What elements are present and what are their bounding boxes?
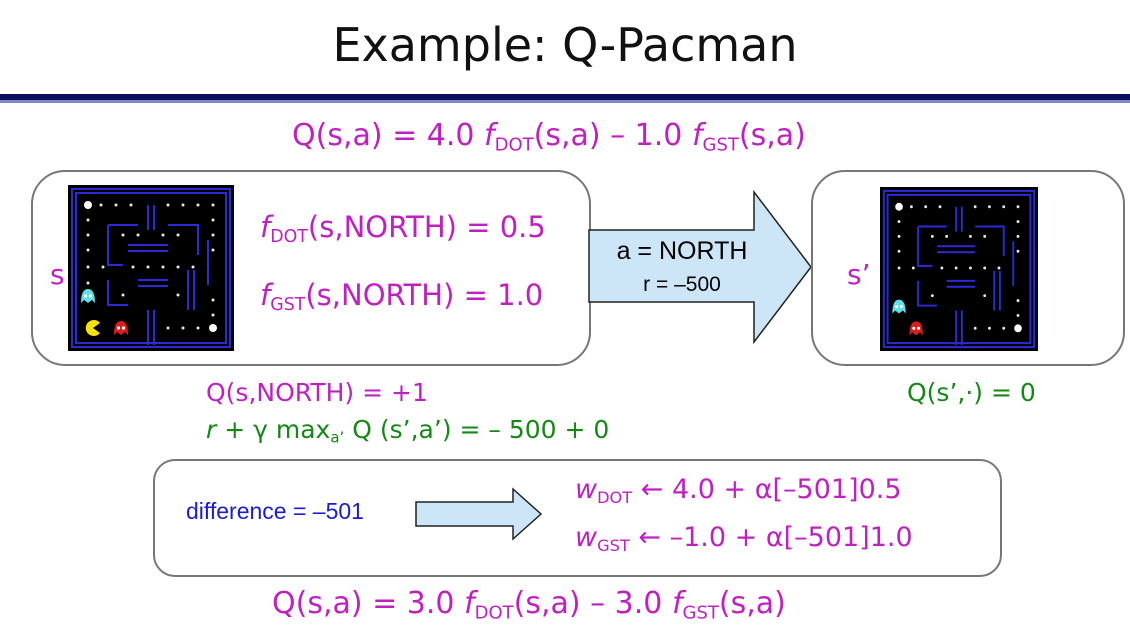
pacman-icon (85, 320, 100, 336)
power-pellet-icon (209, 324, 217, 332)
state-s-prime-label: s’ (847, 258, 871, 291)
cyan-ghost-icon (81, 289, 95, 303)
red-ghost-icon (114, 321, 128, 335)
maze-walls (882, 189, 1036, 349)
q-next-value: Q(s’,·) = 0 (907, 378, 1036, 407)
food-dots (86, 203, 215, 330)
q-function-updated: Q(s,a) = 3.0 fDOT(s,a) – 3.0 fGST(s,a) (272, 586, 786, 624)
title-rule-shadow (0, 100, 1130, 103)
action-label: a = NORTH (616, 237, 748, 265)
q-current-value: Q(s,NORTH) = +1 (206, 378, 428, 407)
power-pellet-icon (895, 202, 903, 211)
weight-update-box (153, 459, 1002, 577)
maze-walls (71, 188, 231, 348)
feature-gst: fGST(s,NORTH) = 1.0 (260, 278, 544, 316)
red-ghost-icon (909, 321, 923, 336)
state-s-label: s (50, 258, 65, 291)
power-pellet-icon (84, 201, 92, 209)
food-dots (897, 205, 1020, 330)
cyan-ghost-icon (892, 299, 906, 314)
w-dot-update: wDOT ← 4.0 + α[–501]0.5 (575, 474, 902, 507)
w-gst-update: wGST ← –1.0 + α[–501]1.0 (575, 522, 913, 555)
transition-arrow (588, 190, 812, 345)
power-pellet-icon (1014, 324, 1022, 333)
title-rule (0, 94, 1130, 100)
slide-title: Example: Q-Pacman (332, 18, 798, 72)
difference-label: difference = –501 (186, 498, 364, 524)
feature-dot: fDOT(s,NORTH) = 0.5 (260, 210, 546, 248)
right-arrow-icon (588, 190, 812, 345)
q-target-value: r + γ maxa’ Q (s’,a’) = – 500 + 0 (206, 415, 610, 447)
right-arrow-icon (415, 487, 543, 541)
update-arrow (415, 487, 543, 541)
reward-label: r = –500 (643, 273, 721, 296)
pacman-maze-s (68, 185, 234, 351)
q-function-initial: Q(s,a) = 4.0 fDOT(s,a) – 1.0 fGST(s,a) (292, 118, 806, 156)
pacman-maze-s-prime (880, 187, 1038, 351)
